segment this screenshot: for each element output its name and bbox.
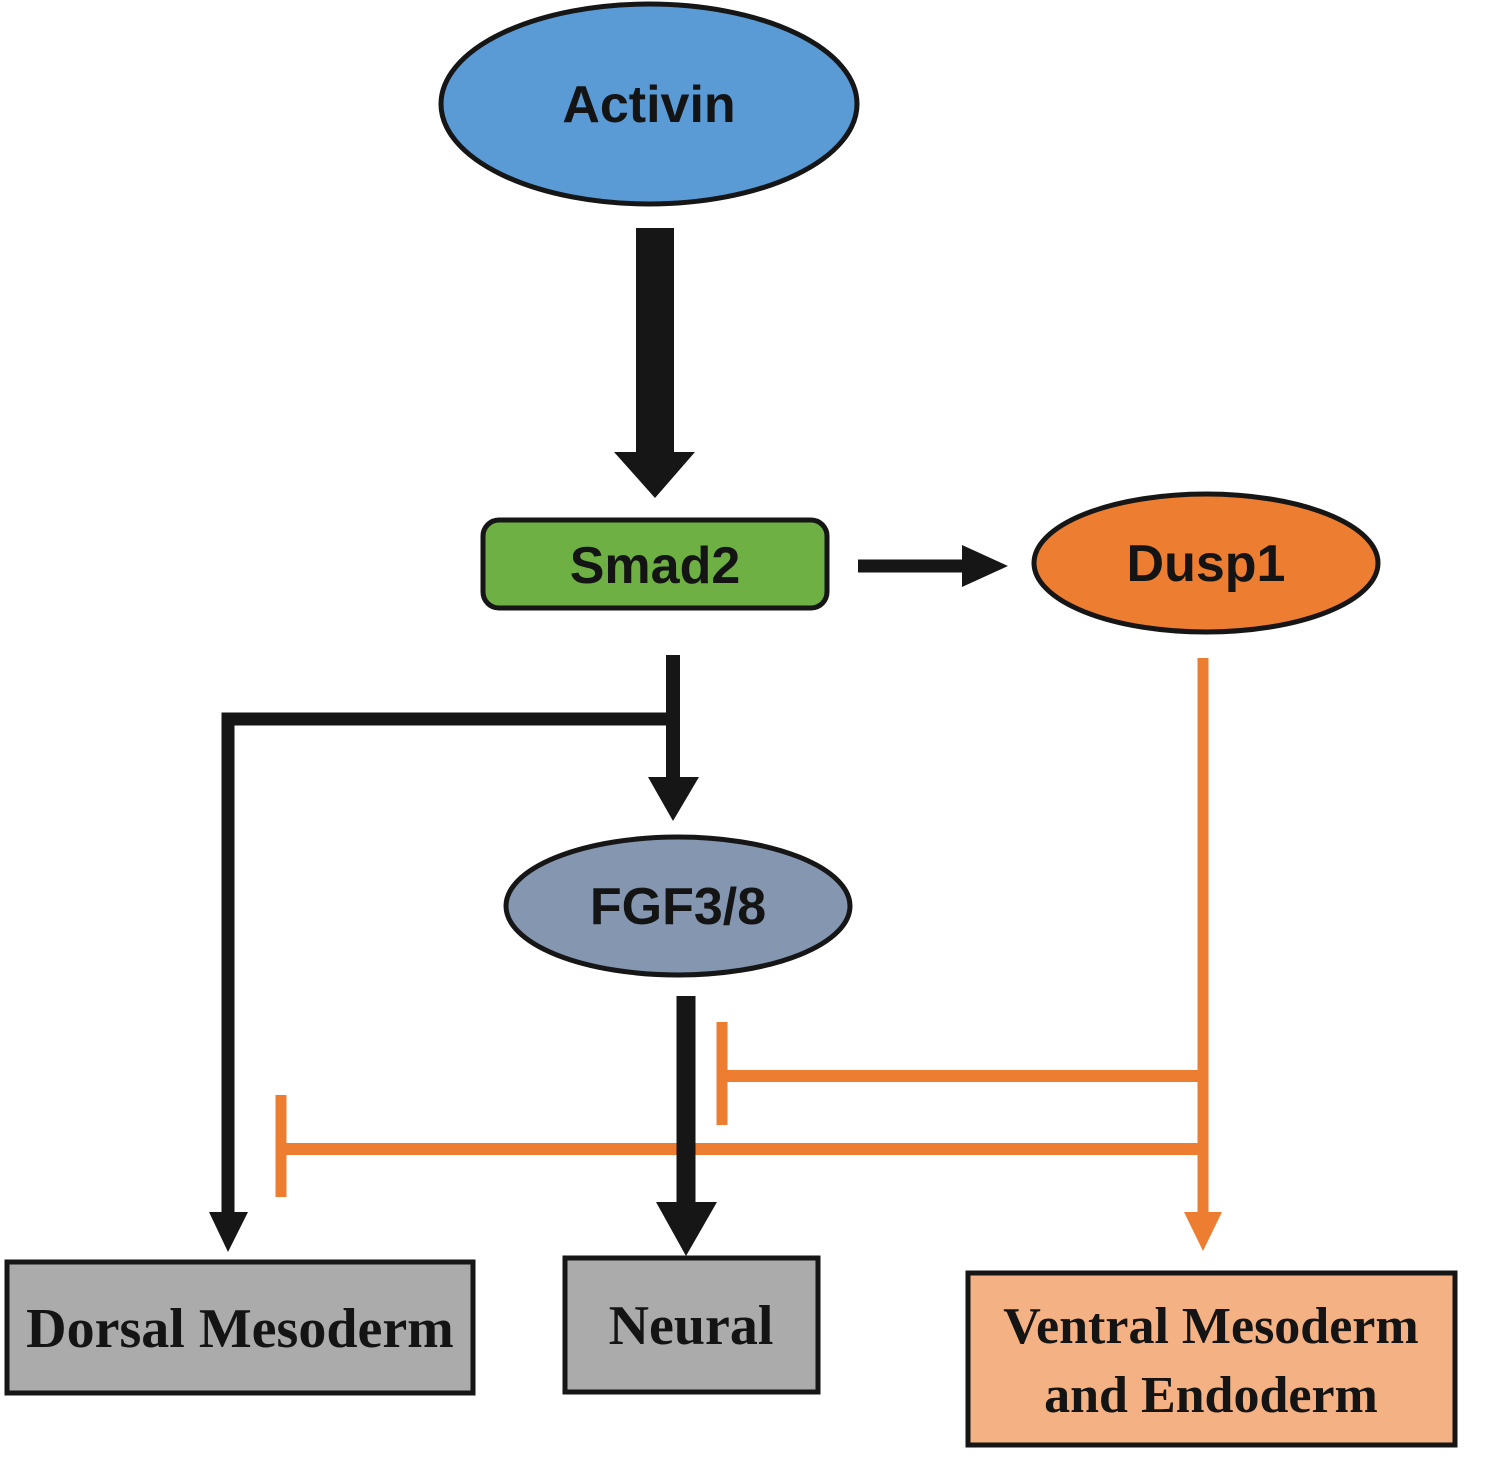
- node-neural: [562, 1255, 821, 1395]
- node-activin: [438, 1, 860, 207]
- node-ventral-label-line2: and Endoderm: [1044, 1367, 1378, 1424]
- node-dorsal-mesoderm-label: Dorsal Mesoderm: [26, 1298, 454, 1360]
- node-smad2-label: Smad2: [570, 537, 741, 595]
- node-dorsal-mesoderm: [4, 1259, 476, 1396]
- node-fgf3-8: [503, 834, 853, 978]
- node-dusp1: [1031, 491, 1381, 635]
- nodes: Activin Smad2 Dusp1 FGF3/8 Dorsal Mesode…: [4, 1, 1458, 1448]
- node-activin-label: Activin: [562, 76, 735, 134]
- edge-smad2-dorsal-shaft: [221, 712, 666, 1213]
- node-neural-label: Neural: [609, 1295, 774, 1357]
- node-dusp1-label: Dusp1: [1127, 535, 1286, 593]
- node-ventral-label-line1: Ventral Mesoderm: [1003, 1298, 1418, 1355]
- edge-dusp1-ventral-arrowhead: [1184, 1212, 1222, 1251]
- edge-smad2-dorsal-arrowhead: [209, 1212, 248, 1252]
- node-ventral-mesoderm-endoderm: [965, 1270, 1458, 1448]
- edge-fgf-neural-arrowhead: [656, 1202, 717, 1256]
- node-smad2: [480, 517, 830, 611]
- edge-smad2-fgf-arrowhead: [648, 777, 699, 821]
- activation-edges: [209, 228, 1008, 1256]
- edge-activin-smad2-shaft: [636, 228, 674, 454]
- node-fgf3-8-label: FGF3/8: [590, 878, 766, 936]
- inhibition-edges: [275, 658, 1222, 1251]
- edge-activin-smad2-arrowhead: [614, 452, 695, 498]
- edge-smad2-dusp1-arrowhead: [962, 545, 1008, 587]
